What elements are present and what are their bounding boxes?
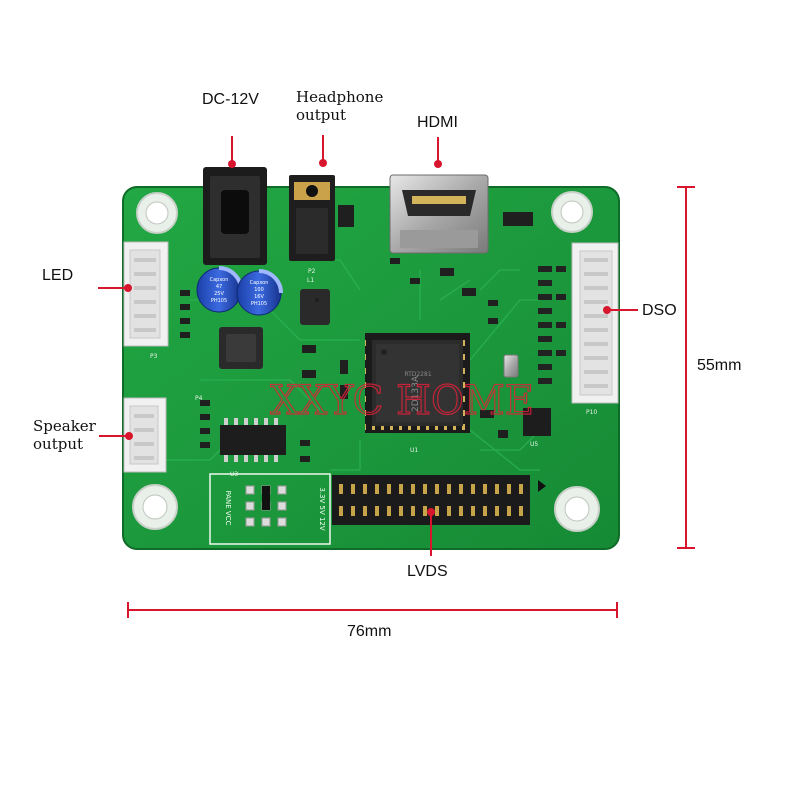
inductor-large bbox=[219, 327, 263, 369]
panel-vcc-label: PANE VCC bbox=[224, 490, 232, 525]
cap-right-text-2: 100 bbox=[254, 287, 264, 293]
cap-right-text-4: PH105 bbox=[251, 301, 267, 307]
label-dc-12v: DC-12V bbox=[202, 91, 259, 108]
dimension-height bbox=[677, 186, 695, 549]
watermark-text: XXYC HOME bbox=[270, 378, 534, 424]
p3-label: P3 bbox=[150, 353, 158, 360]
p2-label: P2 bbox=[308, 268, 316, 275]
cap-left-text-3: 25V bbox=[214, 291, 224, 297]
main-ic-chip: RTD2281 2D133A U1 bbox=[365, 333, 470, 454]
smd-resistor-column bbox=[538, 266, 566, 384]
label-width-76mm: 76mm bbox=[347, 623, 392, 640]
voltage-label: 3.3V 5V 12V bbox=[318, 487, 326, 531]
mounting-holes bbox=[132, 191, 600, 532]
callout-dot-speaker bbox=[125, 432, 133, 440]
label-speaker-output: Speaker output bbox=[33, 417, 96, 453]
callout-dot-led bbox=[124, 284, 132, 292]
small-ic-u5: U5 bbox=[523, 408, 551, 448]
label-headphone-line-1: Headphone bbox=[296, 88, 384, 106]
cap-right-text-3: 16V bbox=[254, 294, 264, 300]
label-dso: DSO bbox=[642, 302, 677, 319]
u1-label: U1 bbox=[410, 447, 418, 454]
cap-left-text-2: 47 bbox=[216, 284, 222, 290]
p10-label: P10 bbox=[586, 409, 597, 416]
mounting-hole-top-right bbox=[551, 191, 593, 233]
inductor-l1: L1 bbox=[300, 277, 330, 325]
pcb-edge bbox=[122, 186, 620, 550]
label-headphone-line-2: output bbox=[296, 106, 347, 124]
cap-right-text-1: Capxon bbox=[250, 280, 269, 286]
hdmi-connector bbox=[389, 174, 489, 254]
dso-connector bbox=[571, 242, 619, 404]
callouts bbox=[98, 135, 638, 556]
dimension-width bbox=[127, 602, 618, 618]
label-headphone-output: Headphone output bbox=[296, 88, 383, 124]
main-ic-text-2: RTD2281 bbox=[404, 371, 431, 378]
mounting-hole-top-left bbox=[136, 192, 178, 234]
label-lvds: LVDS bbox=[407, 563, 448, 580]
cap-left-text-1: Capxon bbox=[210, 277, 229, 283]
capacitor-right: Capxon 100 16V PH105 bbox=[236, 269, 283, 316]
crystal bbox=[503, 354, 519, 378]
label-hdmi: HDMI bbox=[417, 114, 458, 131]
callout-dot-headphone bbox=[319, 159, 327, 167]
callout-dot-hdmi bbox=[434, 160, 442, 168]
panel-vcc-jumper: PANE VCC 3.3V 5V 12V bbox=[209, 473, 331, 545]
smd-components bbox=[180, 205, 533, 462]
led-connector bbox=[123, 241, 169, 347]
main-ic-text-1: 2D133A bbox=[411, 375, 421, 412]
callout-dot-lvds bbox=[427, 508, 435, 516]
lvds-header bbox=[332, 475, 546, 525]
speaker-connector bbox=[123, 397, 167, 473]
label-speaker-line-2: output bbox=[33, 435, 84, 453]
inductor-l1-label: L1 bbox=[307, 277, 314, 284]
callout-dot-dso bbox=[603, 306, 611, 314]
dc-power-jack bbox=[203, 167, 267, 265]
label-height-55mm: 55mm bbox=[697, 357, 742, 374]
capacitor-left: Capxon 47 25V PH105 bbox=[196, 266, 243, 313]
u5-label: U5 bbox=[530, 441, 538, 448]
headphone-jack bbox=[289, 175, 335, 261]
mounting-hole-bottom-right bbox=[554, 486, 600, 532]
label-speaker-line-1: Speaker bbox=[33, 417, 96, 435]
callout-dot-dc bbox=[228, 160, 236, 168]
p4-label: P4 bbox=[195, 395, 203, 402]
cap-left-text-4: PH105 bbox=[211, 298, 227, 304]
label-led: LED bbox=[42, 267, 74, 284]
mounting-hole-bottom-left bbox=[132, 484, 178, 530]
